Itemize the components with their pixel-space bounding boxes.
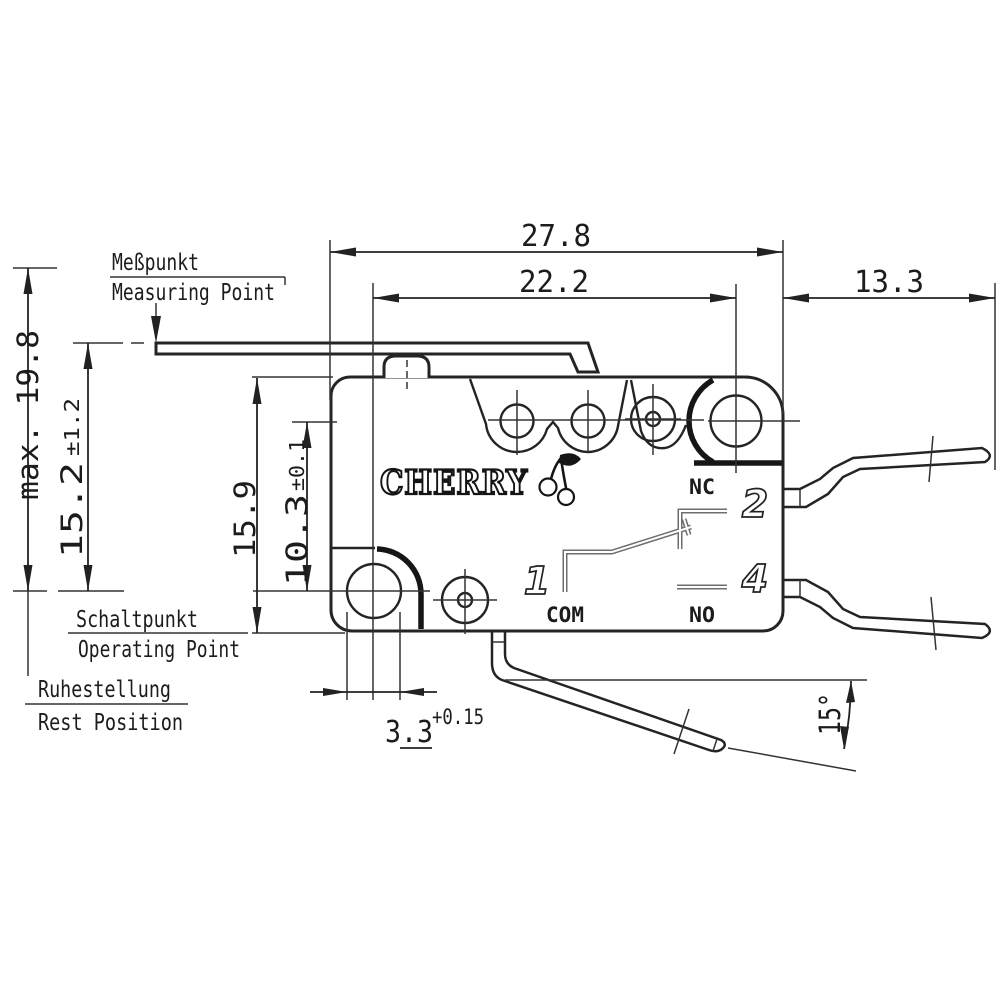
pin-number-no: 4 bbox=[741, 557, 768, 601]
dim-terminal-length: 13.3 bbox=[854, 265, 924, 300]
dim-hole-axis-height: 10.3 bbox=[280, 494, 314, 586]
pivot-pocket bbox=[629, 379, 688, 450]
pin-label-com: COM bbox=[546, 603, 584, 627]
dim-body-height: 15.9 bbox=[228, 480, 262, 558]
cherry-fruit-icon bbox=[556, 487, 576, 507]
boss-arc bbox=[686, 377, 715, 465]
dim-inner-width: 22.2 bbox=[519, 265, 589, 300]
pin-number-com: 1 bbox=[524, 559, 550, 603]
switch-body: CHERRY 1 COM NC 2 NO 4 bbox=[329, 375, 800, 634]
measuring-point-arrow bbox=[151, 316, 161, 343]
terminal-nc-blade bbox=[781, 435, 991, 509]
dim-hole-diameter: 3.3 bbox=[385, 715, 433, 750]
callout-rest-position-de: Ruhestellung bbox=[38, 677, 171, 703]
dimension-lines bbox=[13, 240, 996, 772]
circuit-symbol bbox=[562, 508, 727, 592]
brand-text: CHERRY bbox=[380, 463, 528, 503]
terminal-no-blade bbox=[781, 578, 991, 651]
actuator-lever bbox=[154, 341, 601, 374]
pin-label-nc: NC bbox=[689, 475, 715, 499]
roller-pocket bbox=[468, 378, 629, 454]
dim-lever-height-tol: ±1.2 bbox=[60, 398, 84, 456]
cherry-leaf-icon bbox=[559, 453, 581, 466]
terminal-com-blade bbox=[490, 629, 726, 755]
dim-hole-axis-tol: ±0.1 bbox=[285, 439, 309, 491]
dim-lever-height: 15.2 bbox=[55, 462, 89, 558]
dim-terminal-angle: 15° bbox=[813, 693, 847, 735]
callout-rest-position-en: Rest Position bbox=[38, 710, 183, 736]
callout-measuring-point-en: Measuring Point bbox=[112, 280, 275, 306]
pin-number-nc: 2 bbox=[742, 482, 768, 526]
break-mark bbox=[673, 708, 690, 755]
cherry-fruit-icon bbox=[538, 477, 558, 497]
callout-operating-point-de: Schaltpunkt bbox=[76, 607, 198, 633]
dim-max-height: max. 19.8 bbox=[11, 330, 45, 500]
pin-label-no: NO bbox=[689, 603, 715, 627]
callout-measuring-point-de: Meßpunkt bbox=[112, 250, 199, 276]
break-mark bbox=[928, 435, 934, 483]
break-mark bbox=[930, 596, 937, 651]
callout-operating-point-en: Operating Point bbox=[78, 637, 240, 663]
cherry-logo: CHERRY bbox=[379, 453, 581, 507]
dim-hole-diameter-tol: +0.15 bbox=[432, 705, 484, 729]
dim-overall-width: 27.8 bbox=[521, 219, 591, 254]
